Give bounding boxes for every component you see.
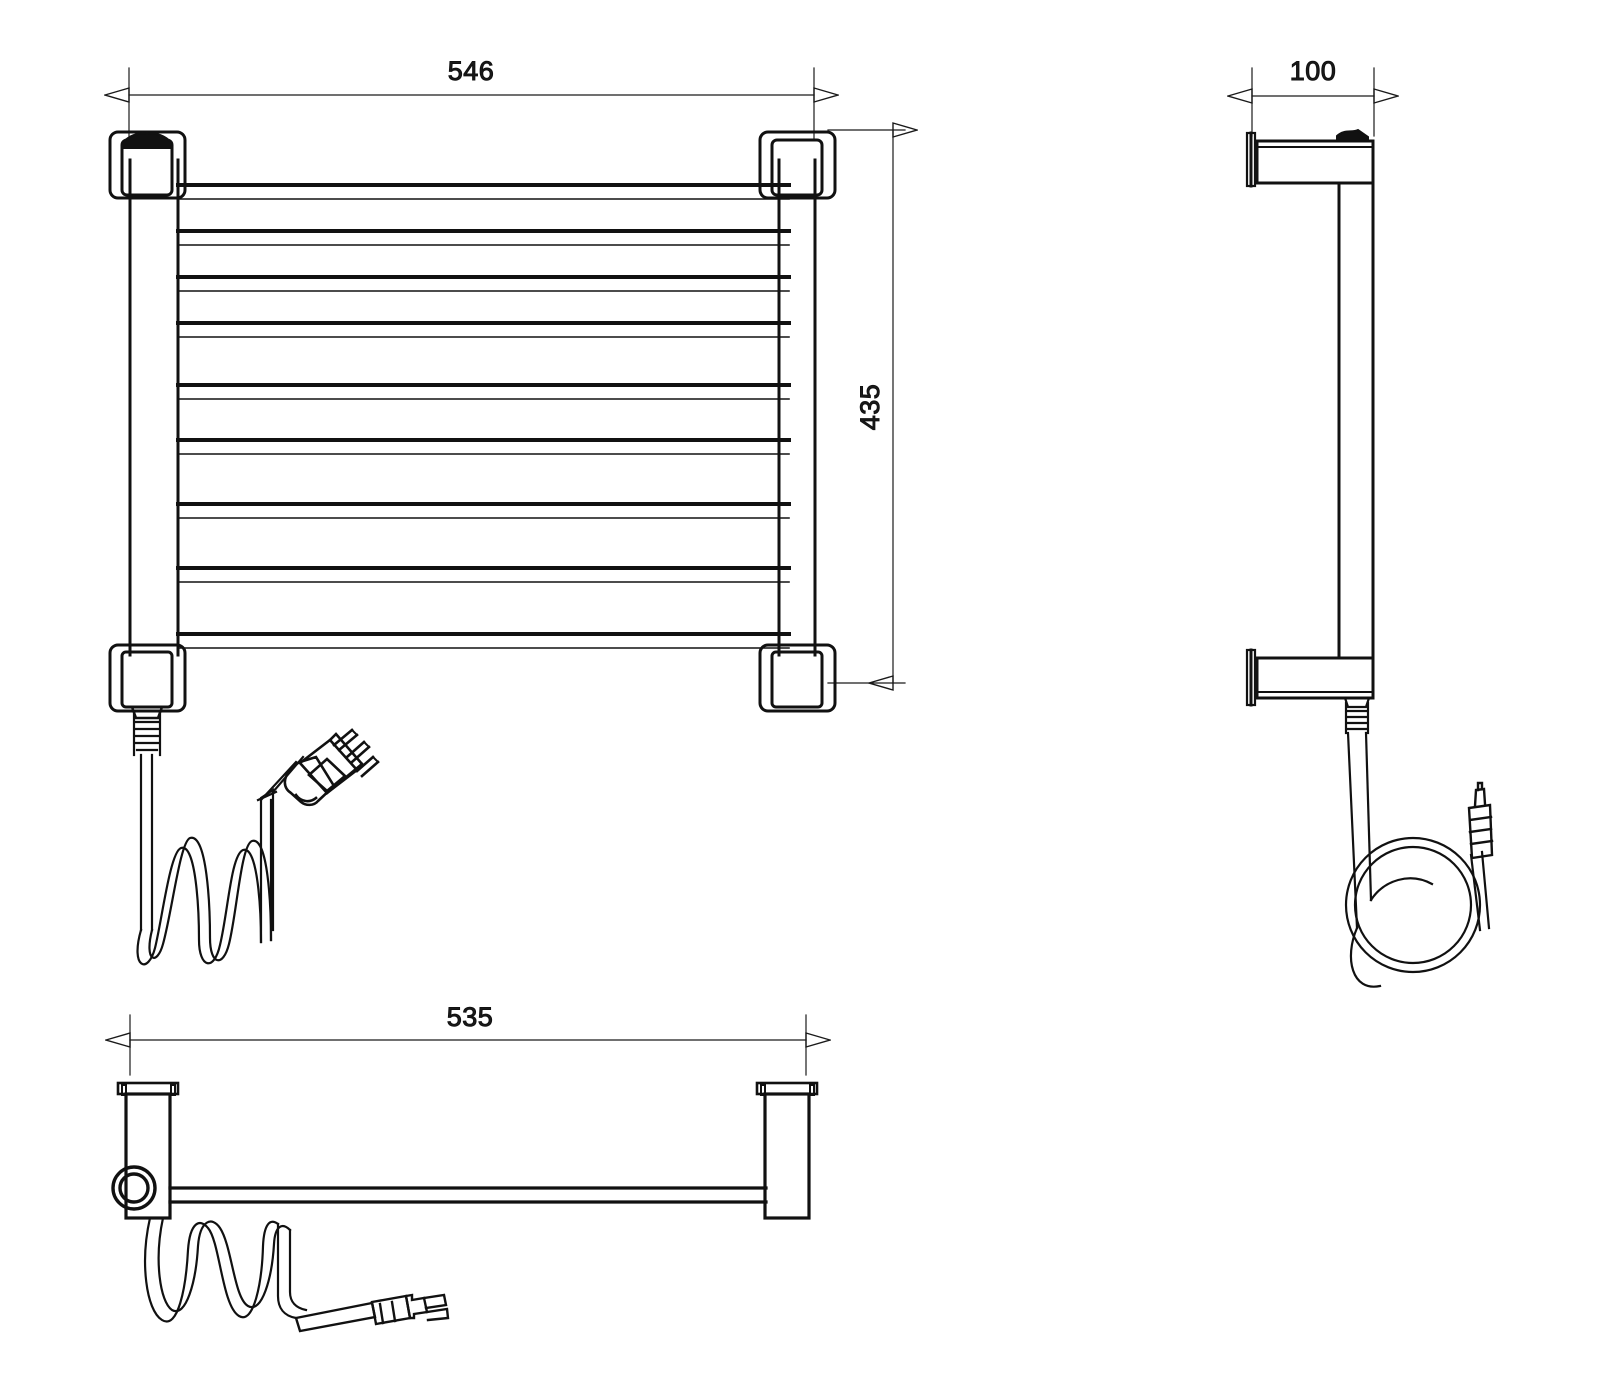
towel-bar [176, 566, 791, 583]
towel-bar [176, 632, 791, 649]
side-elevation-view: 100 [1245, 56, 1494, 988]
dimension-depth-100: 100 [1252, 56, 1374, 137]
towel-bar [176, 438, 791, 455]
dimension-bottom-width-535: 535 [130, 1002, 806, 1076]
power-cable-front [136, 753, 305, 966]
side-vertical-post [1337, 181, 1375, 657]
wall-mount-bracket-bottom-right [758, 643, 837, 713]
front-elevation-view: 546 435 [108, 56, 905, 966]
three-pin-mains-plug-plan [294, 1293, 450, 1333]
power-cable-plan [144, 1216, 308, 1323]
dimension-width-546: 546 [129, 56, 814, 141]
towel-bar-group [176, 183, 791, 649]
side-bracket-arm-top [1245, 128, 1375, 188]
side-bracket-arm-bottom [1245, 648, 1375, 707]
side-strain-relief [1343, 696, 1371, 735]
towel-bar [176, 502, 791, 519]
ribbed-strain-relief [130, 705, 164, 757]
towel-bar [176, 229, 791, 246]
plan-bracket-right [755, 1081, 819, 1220]
towel-bar [176, 321, 791, 338]
vertical-manifold-post-right [777, 158, 817, 657]
vertical-manifold-post-left [128, 158, 180, 657]
wall-mount-bracket-top-left [108, 130, 187, 200]
dimension-height-435: 435 [827, 130, 905, 683]
towel-bar [176, 183, 791, 200]
dimension-label-depth: 100 [1290, 56, 1337, 86]
plan-connecting-rail [168, 1186, 768, 1204]
plan-bracket-left [111, 1081, 180, 1220]
wall-mount-bracket-bottom-left [108, 643, 187, 757]
wall-mount-bracket-top-right [758, 130, 837, 200]
three-pin-mains-plug-front [283, 728, 380, 807]
three-pin-mains-plug-side [1467, 781, 1494, 860]
top-plan-view: 535 [111, 1002, 819, 1333]
dimension-label-height: 435 [855, 384, 885, 431]
dimension-label-bottom-width: 535 [447, 1002, 494, 1032]
dimension-label-width: 546 [448, 56, 495, 86]
power-cable-side [1344, 731, 1491, 988]
towel-bar [176, 383, 791, 400]
towel-bar [176, 275, 791, 292]
